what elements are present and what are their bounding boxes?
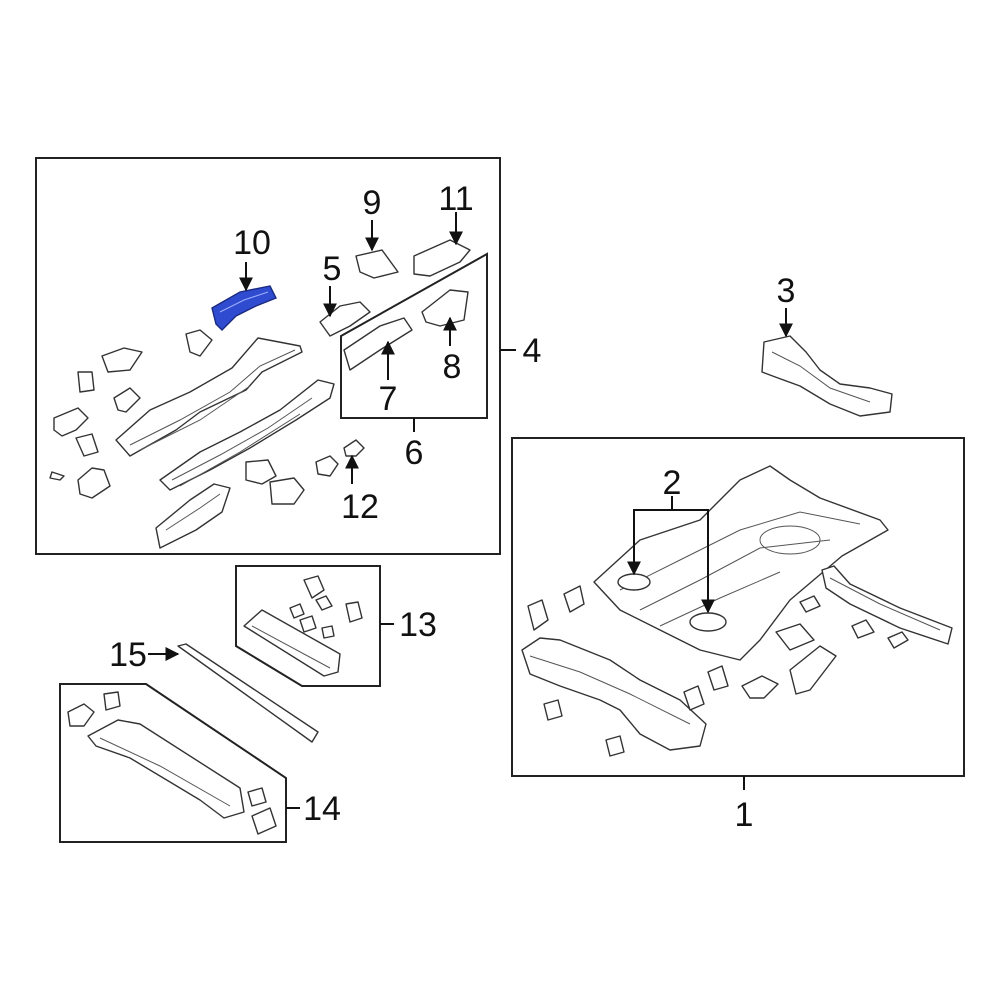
callout-7: 7	[379, 380, 398, 418]
group-6-frame	[340, 252, 488, 419]
callout-15: 15	[109, 636, 147, 674]
rear-floor-pan	[593, 465, 889, 661]
rear-crossmember	[521, 637, 707, 751]
group-1-frame	[511, 437, 965, 777]
rear-floor-rail-right	[159, 379, 335, 491]
callout-6: 6	[405, 434, 424, 472]
callout-12: 12	[341, 488, 379, 526]
small-brackets-4	[49, 239, 471, 505]
group-14	[59, 683, 300, 843]
callout-14: 14	[303, 790, 341, 828]
part-13-channel	[243, 609, 341, 677]
callout-1: 1	[735, 796, 754, 834]
group-4-frame	[35, 157, 501, 555]
part-15	[177, 643, 319, 743]
callout-5: 5	[323, 250, 342, 288]
group-13-frame	[235, 565, 381, 687]
part-3	[761, 335, 893, 417]
leader-lines	[148, 212, 793, 661]
rail-extension-lower	[155, 483, 231, 549]
part-14-rail	[87, 719, 245, 819]
small-brackets-13	[289, 575, 363, 639]
callout-3: 3	[777, 272, 796, 310]
side-rail-right	[821, 565, 953, 645]
callout-11: 11	[438, 180, 473, 218]
callout-9: 9	[363, 184, 382, 222]
group-1	[511, 437, 965, 790]
callout-4: 4	[523, 332, 542, 370]
callout-8: 8	[443, 348, 462, 386]
group-13	[235, 565, 394, 687]
rear-floor-rail-left	[115, 337, 303, 457]
small-brackets-1	[527, 585, 909, 757]
callout-13: 13	[399, 606, 437, 644]
small-brackets-14	[67, 691, 277, 835]
callout-2: 2	[663, 464, 682, 502]
callout-10: 10	[233, 224, 271, 262]
callout-labels: 1 2 3 4 5 6 7 8 9 10 11 12 13 14 15	[109, 180, 795, 834]
part-10-highlighted	[211, 285, 277, 331]
group-4	[35, 157, 516, 555]
group-14-frame	[59, 683, 287, 843]
